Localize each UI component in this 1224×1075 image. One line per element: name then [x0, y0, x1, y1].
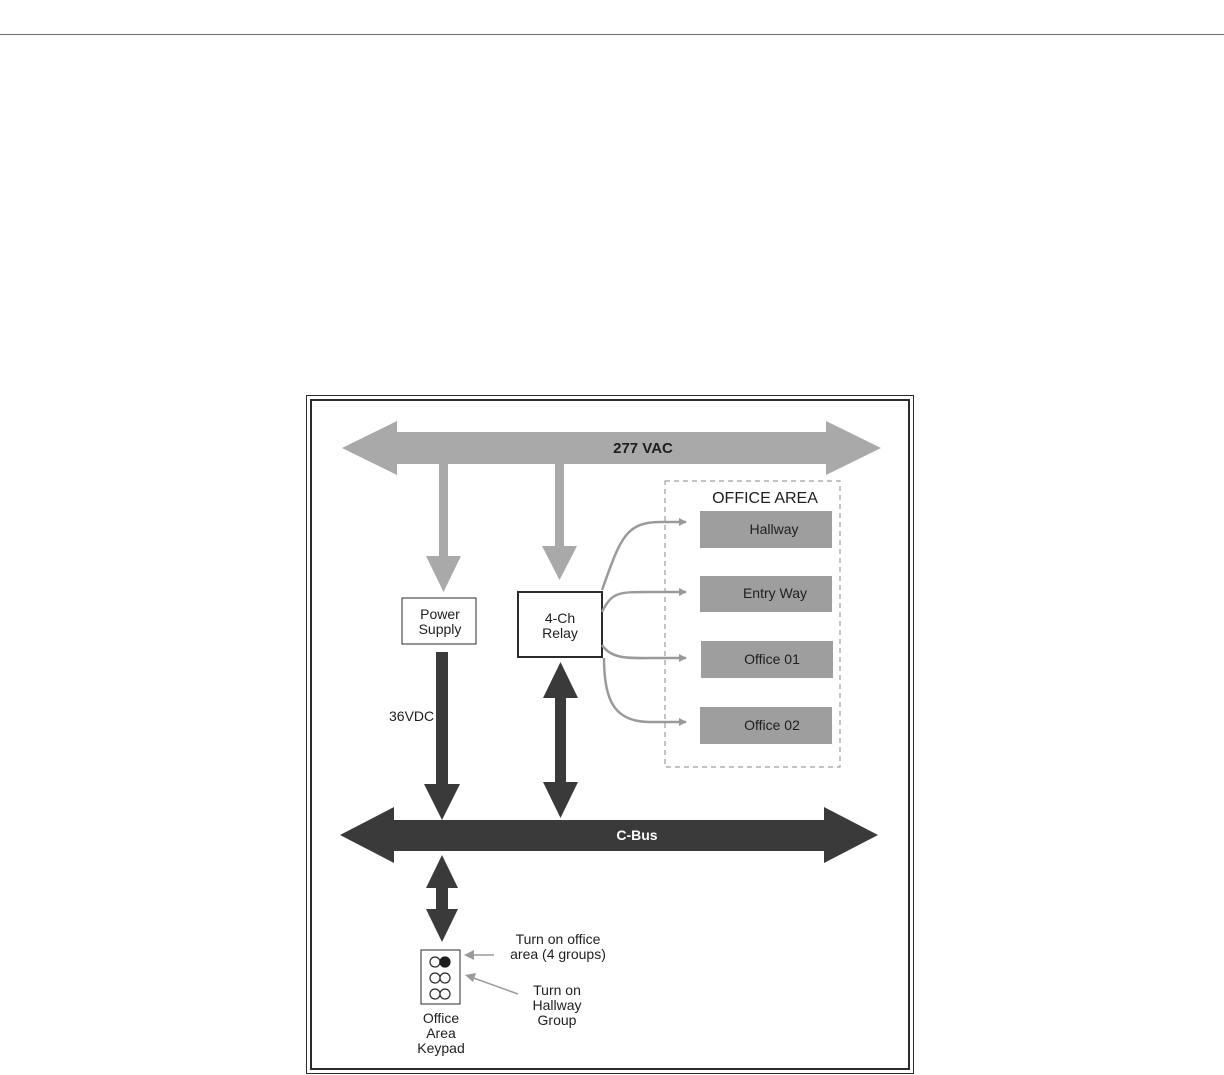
keypad-button-1a [429, 956, 441, 968]
annotations: Turn on office area (4 groups) Turn on H… [464, 931, 606, 1028]
relay-cbus-link [543, 662, 578, 818]
annotation-hallway-arrowhead [465, 973, 476, 982]
keypad-button-1b-active [439, 956, 451, 968]
ac-bus-label: 277 VAC [613, 440, 673, 457]
relay-label-line2: Relay [542, 625, 578, 641]
relay-label-line1: 4-Ch [545, 610, 575, 626]
annotation-office-arrowhead [464, 950, 474, 960]
power-supply: Power Supply [401, 597, 477, 645]
voltage-label: 36VDC [389, 708, 434, 724]
relay: 4-Ch Relay [517, 591, 603, 658]
power-supply-label-line1: Power [420, 606, 460, 622]
load-entry-way-label: Entry Way [743, 585, 807, 601]
power-supply-label-line2: Supply [419, 621, 462, 637]
cbus-arrow [340, 807, 878, 863]
keypad-cbus-link [426, 855, 458, 942]
keypad-button-3a [429, 988, 441, 1000]
annotation-office-line2: area (4 groups) [510, 946, 606, 962]
header-rule [0, 34, 1224, 35]
keypad-label-line1: Office [423, 1010, 460, 1026]
office-area: OFFICE AREA Hallway Entry Way Office 01 … [664, 480, 841, 768]
diagram-frame-outer [306, 395, 914, 1074]
relay-output-office-01 [600, 644, 687, 662]
diagram-frame-inner [310, 399, 910, 1070]
annotation-hallway-line2: Hallway [532, 997, 581, 1013]
keypad-button-2b [439, 972, 451, 984]
ac-drop-to-power-supply [426, 464, 461, 592]
office-area-title: OFFICE AREA [712, 490, 818, 507]
keypad: Office Area Keypad [417, 949, 465, 1056]
relay-box [517, 591, 603, 658]
dc-line-to-cbus [424, 652, 460, 820]
cbus-label: C-Bus [616, 827, 657, 843]
cbus: C-Bus [340, 807, 878, 863]
load-office-02-box [700, 707, 832, 744]
relay-output-hallway [600, 518, 687, 591]
annotation-hallway-line1: Turn on [533, 982, 581, 998]
load-office-01-box [701, 641, 833, 678]
keypad-label-line2: Area [426, 1025, 456, 1041]
relay-output-entry-way [600, 588, 687, 613]
office-area-boundary [664, 480, 841, 768]
ac-drop-to-relay [542, 464, 577, 580]
load-hallway-box [700, 511, 832, 548]
annotation-office-line1: Turn on office [516, 931, 601, 947]
load-office-01-label: Office 01 [744, 651, 800, 667]
ac-bus: 277 VAC [342, 421, 881, 475]
keypad-label-line3: Keypad [417, 1040, 464, 1056]
ac-bus-arrow [342, 421, 881, 475]
keypad-button-3b [439, 988, 451, 1000]
keypad-button-2a [429, 972, 441, 984]
relay-output-office-02 [602, 657, 687, 726]
load-hallway-label: Hallway [749, 521, 798, 537]
power-supply-box [401, 597, 477, 645]
relay-outputs [600, 518, 687, 726]
annotation-hallway-line3: Group [538, 1012, 577, 1028]
load-entry-way-box [700, 576, 832, 612]
annotation-hallway-pointer [467, 975, 519, 995]
load-office-02-label: Office 02 [744, 717, 800, 733]
